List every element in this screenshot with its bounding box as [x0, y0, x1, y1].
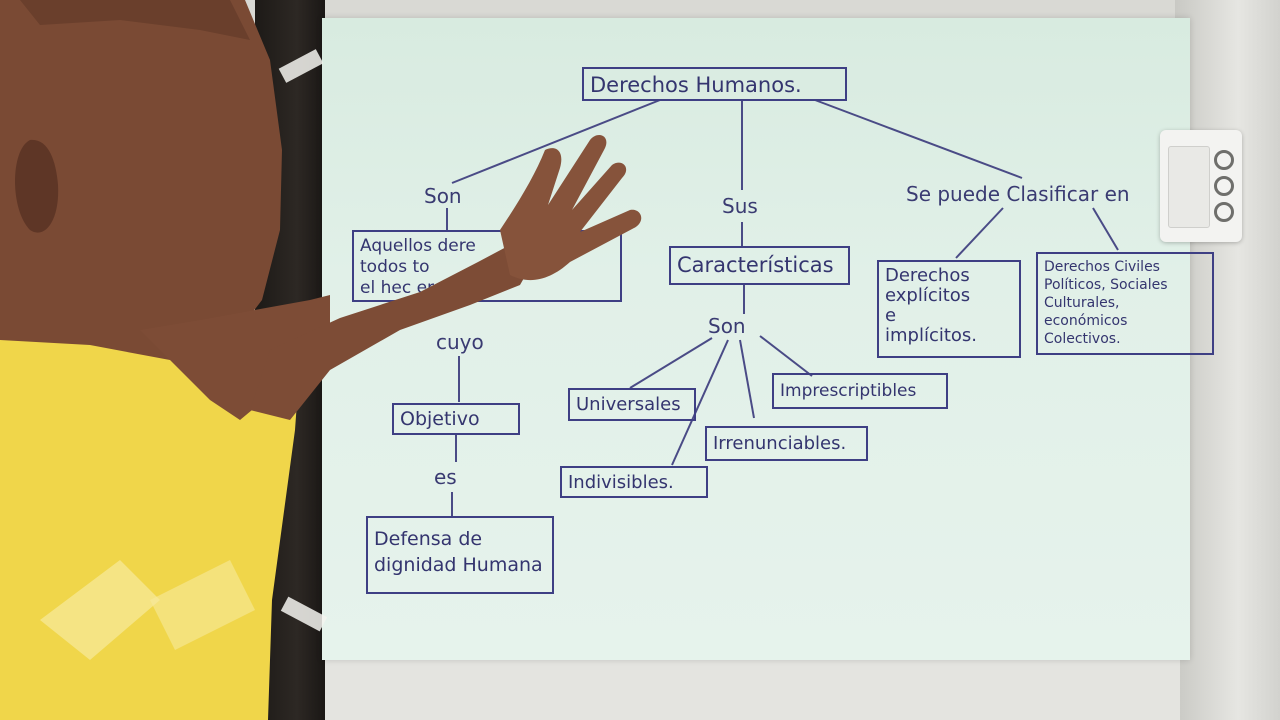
root-node: Derechos Humanos. [582, 67, 847, 101]
wall-bottom [320, 655, 1180, 720]
link-clasificar: Se puede Clasificar en [906, 182, 1130, 206]
link-sus: Sus [722, 194, 758, 218]
switch-knob-middle [1214, 176, 1234, 196]
wall-right [1175, 0, 1280, 720]
universales-node: Universales [568, 388, 696, 421]
link-cuyo: cuyo [436, 330, 484, 354]
objetivo-node: Objetivo [392, 403, 520, 435]
presenter-person [0, 0, 330, 720]
definition-node: Aquellos dere todos to el hec ersonas. [352, 230, 622, 302]
link-son-left: Son [424, 184, 462, 208]
switch-knob-top [1214, 150, 1234, 170]
explicitos-node: Derechos explícitos e implícitos. [877, 260, 1021, 358]
caracteristicas-node: Características [669, 246, 850, 285]
link-son-mid: Son [708, 314, 746, 338]
wall-switch [1160, 130, 1242, 242]
defensa-node: Defensa de dignidad Humana [366, 516, 554, 594]
switch-plate [1168, 146, 1210, 228]
civiles-node: Derechos Civiles Políticos, Sociales Cul… [1036, 252, 1214, 355]
indivisibles-node: Indivisibles. [560, 466, 708, 498]
imprescriptibles-node: Imprescriptibles [772, 373, 948, 409]
switch-knob-bottom [1214, 202, 1234, 222]
irrenunciables-node: Irrenunciables. [705, 426, 868, 461]
link-es: es [434, 465, 457, 489]
